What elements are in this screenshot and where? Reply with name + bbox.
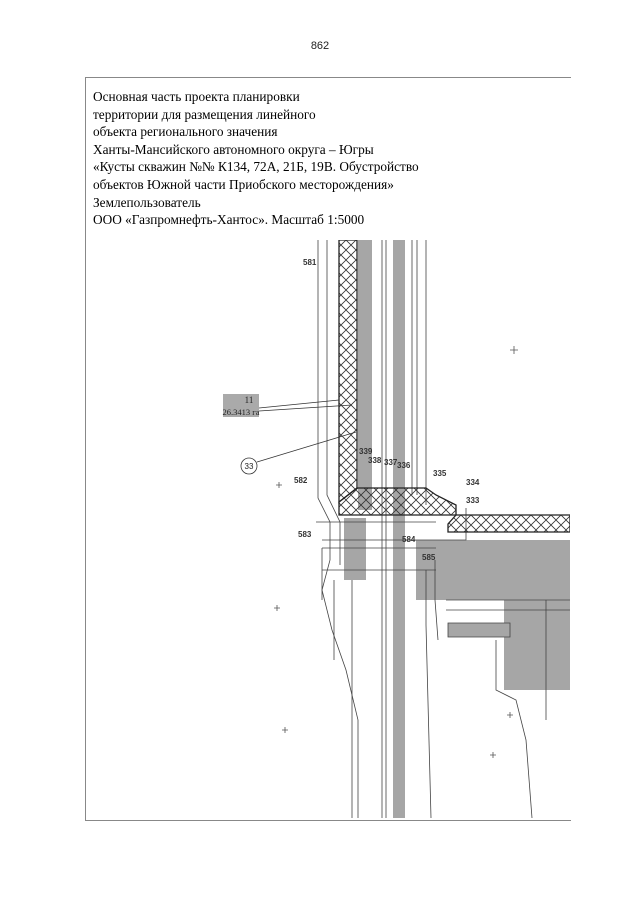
point-label-584: 584 xyxy=(402,535,416,544)
boundary-lines xyxy=(316,240,570,818)
road-fill xyxy=(344,240,570,818)
grid-crosses xyxy=(274,346,518,758)
point-label-333: 333 xyxy=(466,496,480,505)
title-line: Ханты-Мансийского автономного округа – Ю… xyxy=(93,141,374,157)
circle-marker: 33 xyxy=(240,431,357,475)
hatched-easement xyxy=(338,240,570,533)
title-line: объектов Южной части Приобского месторож… xyxy=(93,176,394,192)
point-label-581: 581 xyxy=(303,258,317,267)
title-line: Землепользователь xyxy=(93,194,201,210)
title-line: Основная часть проекта планировки xyxy=(93,89,300,104)
point-label-337: 337 xyxy=(384,458,398,467)
title-line: ООО «Газпромнефть-Хантос». Масштаб 1:500… xyxy=(93,212,365,228)
point-label-585: 585 xyxy=(422,553,436,562)
title-line: территории для размещения линейного xyxy=(93,106,316,122)
plot-number: 11 xyxy=(245,395,254,405)
point-label-582: 582 xyxy=(294,476,308,485)
map-frame xyxy=(85,77,571,821)
document-title: Основная часть проекта планировки террит… xyxy=(93,88,563,229)
point-label-335: 335 xyxy=(433,469,447,478)
plot-area: 26.3413 га xyxy=(222,407,259,417)
title-line: объекта регионального значения xyxy=(93,124,278,140)
point-labels: 581 582 583 584 585 339 338 337 336 335 … xyxy=(294,258,480,562)
point-label-336: 336 xyxy=(397,461,411,470)
point-label-334: 334 xyxy=(466,478,480,487)
title-line: «Кусты скважин №№ К134, 72А, 21Б, 19В. О… xyxy=(93,159,419,175)
point-label-338: 338 xyxy=(368,456,382,465)
point-label-583: 583 xyxy=(298,530,312,539)
circle-number: 33 xyxy=(245,462,254,471)
plot-label-callout: 11 26.3413 га xyxy=(222,394,353,417)
site-plan-map: 11 26.3413 га 33 581 582 583 584 585 339… xyxy=(222,240,570,818)
page-number: 862 xyxy=(310,40,330,52)
point-label-339: 339 xyxy=(359,447,373,456)
